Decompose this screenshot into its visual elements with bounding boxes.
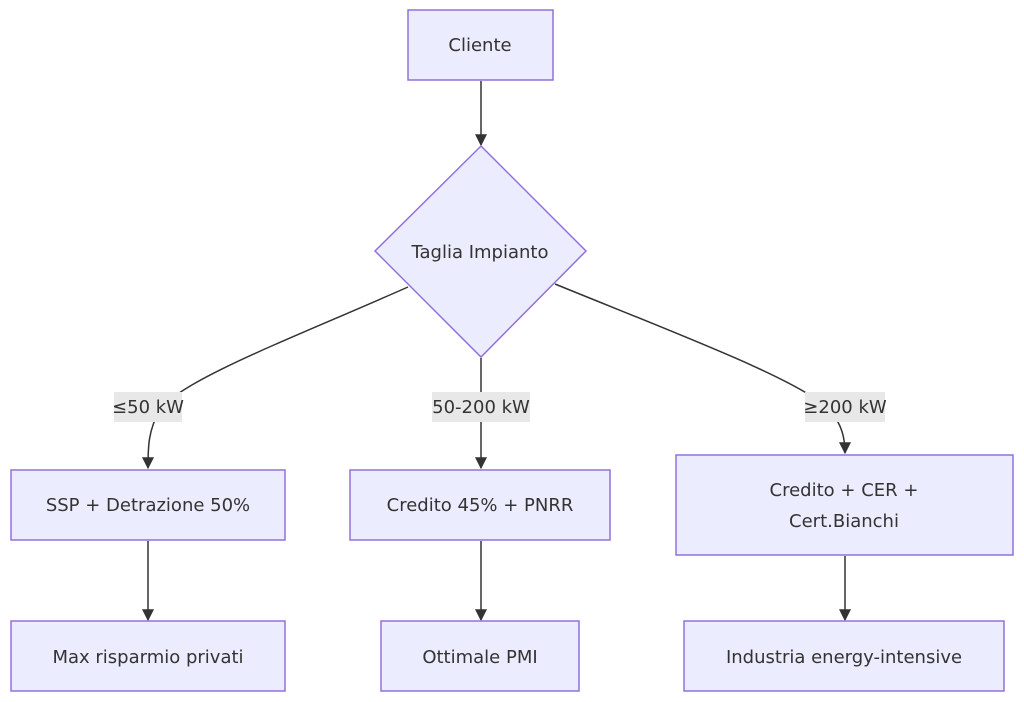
node-ssp-text: SSP + Detrazione 50% (46, 495, 250, 516)
edge-taglia-ssp (142, 286, 409, 470)
node-credito-cer-line2: Cert.Bianchi (789, 511, 899, 532)
node-max-risparmio: Max risparmio privati (10, 620, 286, 692)
node-credito45-text: Credito 45% + PNRR (387, 495, 574, 516)
node-cliente-text: Cliente (448, 35, 511, 56)
node-taglia-text: Taglia Impianto (410, 242, 548, 263)
edge-taglia-credito-cer (554, 283, 851, 455)
edge-label-medium-text: 50-200 kW (432, 397, 530, 418)
node-ottimale: Ottimale PMI (380, 620, 580, 692)
edge-label-large: ≥200 kW (803, 392, 887, 422)
edge-label-large-text: ≥200 kW (803, 397, 887, 418)
node-industria-text: Industria energy-intensive (726, 647, 962, 668)
edge-label-medium: 50-200 kW (432, 392, 530, 422)
node-max-risparmio-text: Max risparmio privati (52, 647, 243, 668)
node-taglia-impianto: Taglia Impianto (373, 144, 588, 359)
edge-label-small: ≤50 kW (112, 392, 184, 422)
node-credito-cer: Credito + CER + Cert.Bianchi (675, 454, 1014, 556)
node-ottimale-text: Ottimale PMI (422, 647, 537, 668)
node-industria: Industria energy-intensive (683, 620, 1005, 692)
node-credito-cer-line1: Credito + CER + (770, 480, 919, 501)
node-credito45: Credito 45% + PNRR (349, 469, 611, 541)
node-cliente: Cliente (407, 9, 554, 81)
edge-label-small-text: ≤50 kW (112, 397, 184, 418)
node-ssp: SSP + Detrazione 50% (10, 469, 286, 541)
